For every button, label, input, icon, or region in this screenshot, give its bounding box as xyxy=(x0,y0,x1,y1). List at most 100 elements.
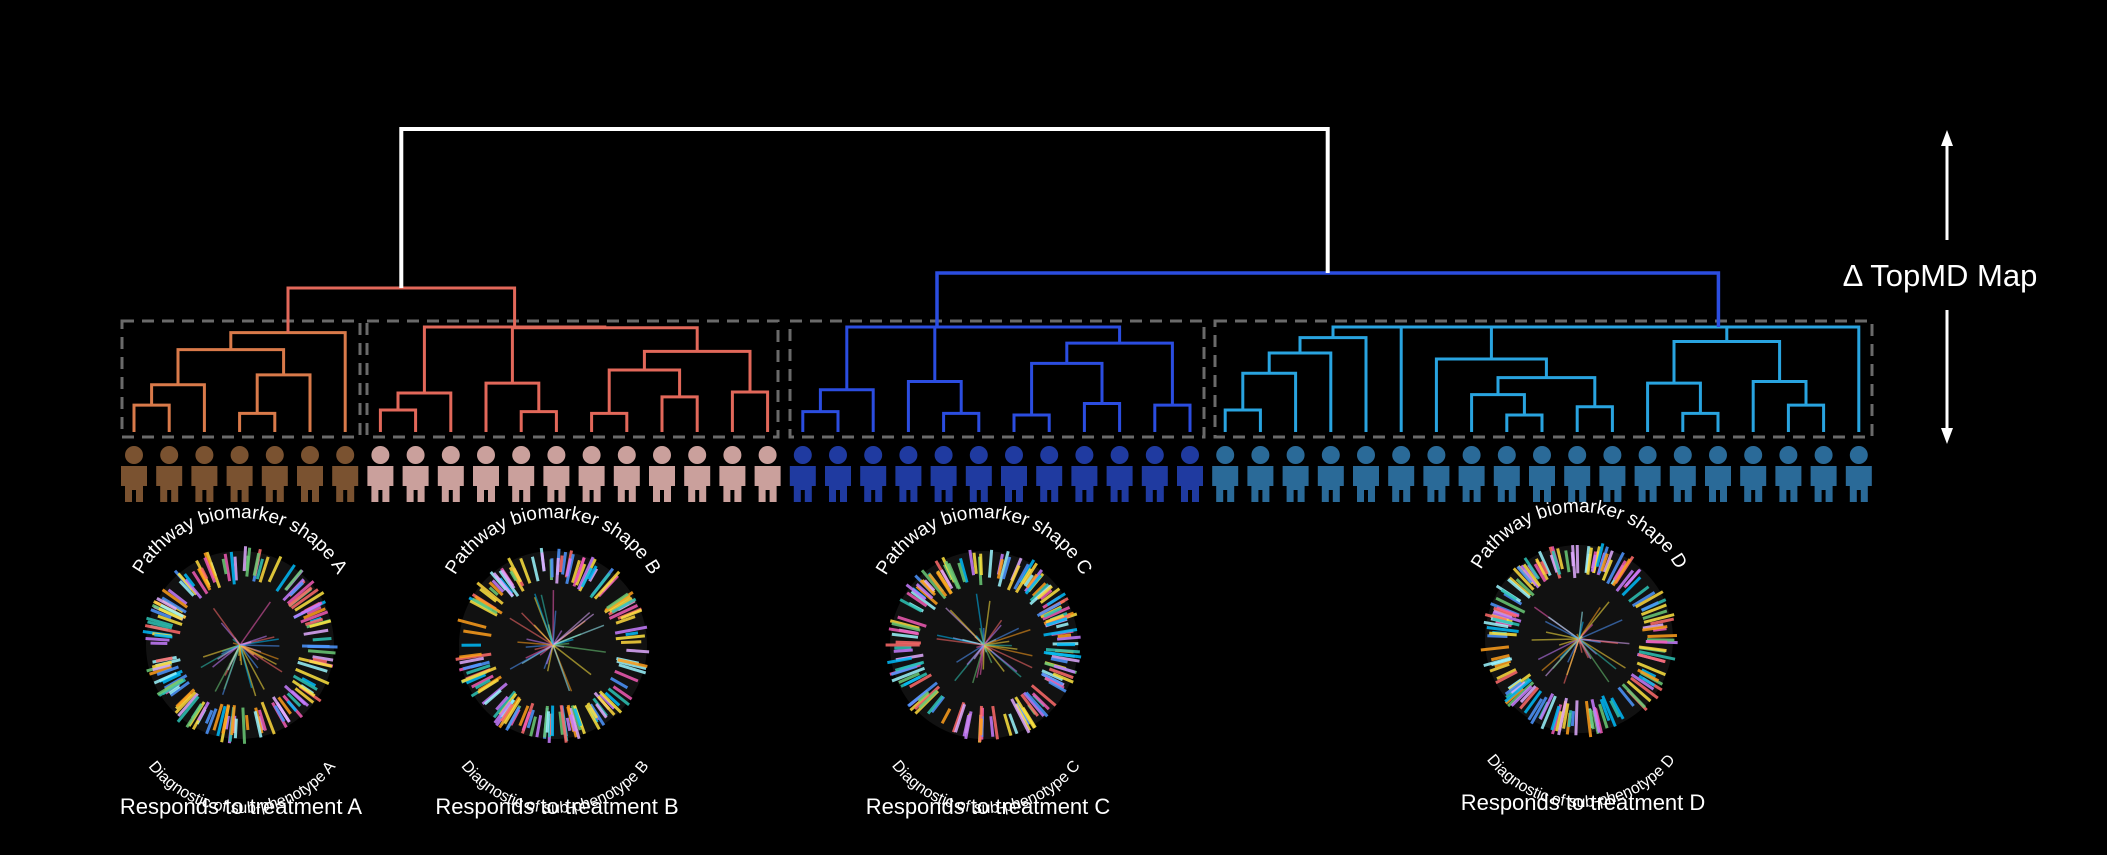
dendrogram-branch xyxy=(519,410,558,432)
person-icon xyxy=(1458,446,1485,502)
dendrogram-branch xyxy=(1065,341,1174,406)
dendrogram-branch xyxy=(176,348,286,385)
person-icon xyxy=(930,446,957,502)
cluster-box-d xyxy=(1213,319,1874,439)
dendrogram-branch xyxy=(1267,351,1333,432)
dendrogram-branch xyxy=(801,410,840,432)
person-icon xyxy=(1388,446,1415,502)
person-icon xyxy=(226,446,253,502)
person-icon xyxy=(1141,446,1168,502)
person-icon xyxy=(1423,446,1450,502)
cluster-box-c xyxy=(788,319,1206,439)
person-icon xyxy=(1810,446,1837,502)
response-label-d: Responds to treatment D xyxy=(1461,790,1706,815)
cluster-box-a xyxy=(120,319,362,439)
person-icon xyxy=(1247,446,1274,502)
dendrogram-branch xyxy=(607,368,682,414)
person-icon xyxy=(578,446,605,502)
dendrogram-branch xyxy=(1672,339,1782,384)
patient-icons xyxy=(121,446,1872,502)
person-icon xyxy=(1845,446,1872,502)
person-icon xyxy=(1599,446,1626,502)
cluster-box-b xyxy=(365,319,780,439)
arrow-up-head-icon xyxy=(1941,130,1953,146)
dendrogram-branch xyxy=(1470,393,1526,432)
dendrogram-branch xyxy=(1429,325,1729,342)
dendrogram-branch xyxy=(1681,411,1720,432)
dendrogram-branch xyxy=(255,373,312,432)
dendrogram-branch xyxy=(132,403,171,432)
pathway-circle-a xyxy=(142,546,338,744)
person-icon xyxy=(261,446,288,502)
person-icon xyxy=(1071,446,1098,502)
dendrogram-branch xyxy=(1496,376,1597,407)
dendrogram-branch xyxy=(1367,325,1493,359)
dendrogram-branch xyxy=(1786,403,1826,432)
pathway-shape-circles xyxy=(142,542,1678,744)
cluster-boxes xyxy=(120,319,1874,439)
dendrogram-branch xyxy=(590,411,629,432)
dendrogram-branch xyxy=(510,326,699,384)
person-icon xyxy=(1106,446,1133,502)
scale-arrow: Δ TopMD Map xyxy=(1843,130,2038,444)
person-icon xyxy=(1775,446,1802,502)
person-icon xyxy=(1529,446,1555,502)
person-icon xyxy=(684,446,711,502)
dendrogram-branch xyxy=(906,380,963,432)
person-icon xyxy=(543,446,570,502)
dendrogram-branch xyxy=(1575,405,1614,432)
person-icon xyxy=(508,446,535,502)
dendrogram xyxy=(132,127,1861,432)
dendrogram-branch xyxy=(1646,381,1702,432)
dendrogram-branch xyxy=(642,349,752,392)
dendrogram-branch xyxy=(484,381,541,432)
dendrogram-branch xyxy=(942,411,981,432)
person-icon xyxy=(649,446,675,502)
person-icon xyxy=(1353,446,1379,502)
person-icon xyxy=(1564,446,1591,502)
dendrogram-branch-cd xyxy=(935,271,1721,327)
person-icon xyxy=(860,446,887,502)
person-icon xyxy=(297,446,323,502)
dendrogram-branch xyxy=(1153,403,1192,432)
person-icon xyxy=(965,446,992,502)
person-icon xyxy=(191,446,218,502)
person-icon xyxy=(719,446,746,502)
person-icon xyxy=(473,446,499,502)
person-icon xyxy=(1317,446,1344,502)
dendrogram-branch xyxy=(1030,361,1104,415)
person-icon xyxy=(1740,446,1767,502)
dendrogram-branch xyxy=(396,391,453,432)
pathway-circle-b xyxy=(455,547,650,743)
dendrogram-branch xyxy=(1223,408,1262,432)
dendrogram-branch xyxy=(229,331,347,432)
dendrogram-root xyxy=(399,127,1330,288)
scale-label: Δ TopMD Map xyxy=(1843,258,2038,293)
pathway-circle-c xyxy=(885,549,1082,743)
dendrogram-branch xyxy=(1505,413,1544,432)
person-icon xyxy=(156,446,183,502)
person-icon xyxy=(825,446,851,502)
person-icon xyxy=(1282,446,1309,502)
pathway-circle-d xyxy=(1480,542,1678,738)
response-captions: Responds to treatment A Responds to trea… xyxy=(120,790,1705,819)
person-icon xyxy=(754,446,781,502)
person-icon xyxy=(789,446,816,502)
dendrogram-branch xyxy=(1012,413,1051,432)
dendrogram-branch xyxy=(238,411,277,432)
person-icon xyxy=(1493,446,1520,502)
dendrogram-branch xyxy=(1578,325,1861,432)
person-icon xyxy=(121,446,147,502)
person-icon xyxy=(437,446,464,502)
response-label-a: Responds to treatment A xyxy=(120,794,362,819)
response-label-b: Responds to treatment B xyxy=(435,794,678,819)
dendrogram-branch xyxy=(730,390,770,432)
dendrogram-branch xyxy=(845,325,1028,390)
dendrogram-branch xyxy=(660,395,699,432)
dendrogram-branch xyxy=(933,325,1122,382)
person-icon xyxy=(1705,446,1731,502)
person-icon xyxy=(1212,446,1239,502)
dendrogram-branch xyxy=(1751,380,1808,432)
person-icon xyxy=(402,446,429,502)
